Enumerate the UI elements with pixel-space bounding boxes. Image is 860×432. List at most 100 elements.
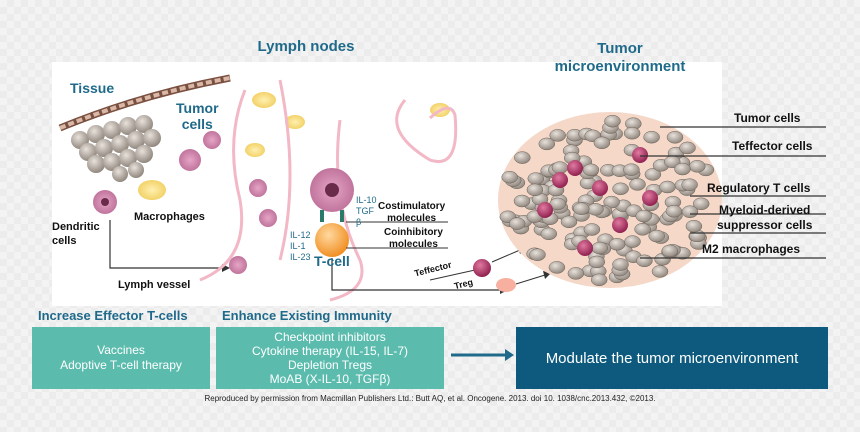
m2-macrophages-label: M2 macrophages [702, 242, 801, 256]
tumor-cells-label-line2: cells [181, 116, 213, 132]
molecule-connector-lines [346, 221, 448, 249]
tme-tumor-cell [526, 183, 544, 197]
tme-tumor-cell [582, 163, 600, 177]
tme-tumor-cell [527, 172, 545, 185]
dendritic-cells-label: Dendritic cells [52, 220, 100, 248]
myeloid-line1: Myeloid-derived [719, 203, 811, 217]
tumor-cells-right-label: Tumor cells [734, 111, 801, 125]
tme-tumor-cell [681, 205, 699, 218]
enhance-immunity-title: Enhance Existing Immunity [222, 308, 392, 323]
dendritic-label-line2: cells [52, 235, 77, 247]
tme-tumor-cell [651, 265, 669, 278]
beta-label: β [356, 217, 362, 227]
tme-tumor-cell [661, 244, 679, 258]
tme-tumor-cell [692, 197, 710, 211]
tme-tumor-cell [583, 223, 601, 236]
modulate-arrow [451, 349, 514, 361]
tme-tumor-cell [593, 136, 611, 150]
tme-tumor-cell [560, 215, 578, 229]
tme-tumor-cell [538, 137, 556, 151]
dendritic-label-line1: Dendritic [52, 221, 100, 233]
credit-line: Reproduced by permission from Macmillan … [204, 394, 656, 403]
tme-regulatory-cell [612, 217, 628, 233]
tme-tumor-cell [666, 131, 684, 144]
tme-tumor-cell [612, 258, 629, 271]
lymph-nodes-header: Lymph nodes [257, 38, 355, 55]
t-cell-label: T-cell [314, 253, 350, 269]
tumor-cells-label-line1: Tumor [176, 100, 219, 116]
enhance-item: Cytokine therapy (IL-15, IL-7) [251, 344, 409, 358]
tme-tumor-cell [681, 178, 698, 191]
il10-tgf-label: IL-10 TGF β [356, 195, 377, 228]
tme-regulatory-cell [577, 240, 593, 256]
tme-tumor-cell [529, 248, 546, 261]
enhance-item: Checkpoint inhibitors [274, 330, 386, 344]
regulatory-t-cells-label: Regulatory T cells [707, 181, 811, 195]
enhance-item: Depletion Tregs [287, 358, 373, 372]
coinhibitory-label: Coinhibitory molecules [384, 227, 443, 251]
tme-tumor-cell [648, 229, 665, 243]
interleukin-labels: IL-12 IL-1 IL-23 [290, 230, 311, 263]
effector-treg-arrows [331, 246, 551, 294]
tme-label-lines [640, 126, 826, 259]
increase-effector-box: Vaccines Adoptive T-cell therapy [32, 327, 210, 389]
tme-tumor-cell [540, 227, 558, 241]
myeloid-suppressor-label: Myeloid-derived suppressor cells [717, 203, 812, 233]
tme-regulatory-cell [632, 147, 648, 163]
tme-tumor-cell [588, 255, 606, 269]
tme-tumor-cell [590, 273, 608, 287]
coinhib-line1: Coinhibitory [384, 227, 443, 238]
tgf-label: TGF [356, 206, 374, 216]
tumor-cells-left [179, 131, 221, 171]
tme-tumor-cell [623, 126, 641, 140]
macrophage-cells [138, 92, 450, 200]
t-cell [315, 210, 349, 257]
tme-tumor-cell [634, 223, 651, 236]
il23-label: IL-23 [290, 252, 311, 262]
tme-tumor-cell [591, 241, 609, 255]
coinhib-line2: molecules [388, 239, 438, 250]
tme-tumor-cell [689, 160, 706, 173]
tme-tumor-cell [629, 178, 646, 191]
tme-tumor-cell [567, 267, 585, 280]
myeloid-line2: suppressor cells [717, 218, 813, 232]
costimulatory-label: Costimulatory molecules [378, 201, 445, 225]
costim-line1: Costimulatory [378, 201, 446, 212]
modulate-tme-box: Modulate the tumor microenvironment [516, 327, 828, 389]
tme-tumor-cell [549, 129, 566, 142]
tme-tumor-cell [635, 209, 652, 223]
increase-item: Vaccines [97, 343, 145, 357]
tme-regulatory-cell [537, 202, 553, 218]
tme-tumor-cell [608, 238, 626, 251]
tme-tumor-cell [659, 180, 676, 194]
il1-label: IL-1 [290, 241, 306, 251]
tumor-microenvironment-mass [498, 112, 722, 288]
tme-tumor-cell [679, 141, 696, 155]
macrophages-label: Macrophages [134, 211, 205, 223]
tissue-label: Tissue [70, 80, 115, 96]
tme-tumor-cell [587, 203, 604, 216]
tme-tumor-cell [644, 168, 662, 181]
lymph-vessel-arrow [109, 220, 230, 272]
enhance-immunity-box: Checkpoint inhibitors Cytokine therapy (… [216, 327, 444, 389]
tme-tumor-cell [508, 217, 526, 230]
lymph-vessel-label: Lymph vessel [118, 279, 191, 291]
il12-label: IL-12 [290, 230, 311, 240]
tme-tumor-cell [603, 195, 620, 209]
tme-tumor-cell [674, 162, 691, 176]
tumor-cells-label: Tumor cells [176, 100, 219, 132]
tme-tumor-cell [665, 204, 683, 218]
tme-tumor-cell [604, 114, 621, 128]
tme-tumor-cell [514, 151, 531, 164]
teffector-cells-label: Teffector cells [732, 139, 813, 153]
il10-label: IL-10 [356, 195, 377, 205]
tme-header-line1: Tumor [597, 40, 643, 57]
antigen-presenting-cell [310, 168, 354, 212]
tme-tumor-cell [624, 235, 641, 248]
dendritic-cell-left [93, 190, 117, 214]
tme-regulatory-cell [567, 160, 583, 176]
tme-tumor-cell [573, 202, 590, 215]
tme-regulatory-cell [642, 190, 658, 206]
tme-tumor-cell [501, 170, 518, 184]
tme-regulatory-cell [552, 172, 568, 188]
